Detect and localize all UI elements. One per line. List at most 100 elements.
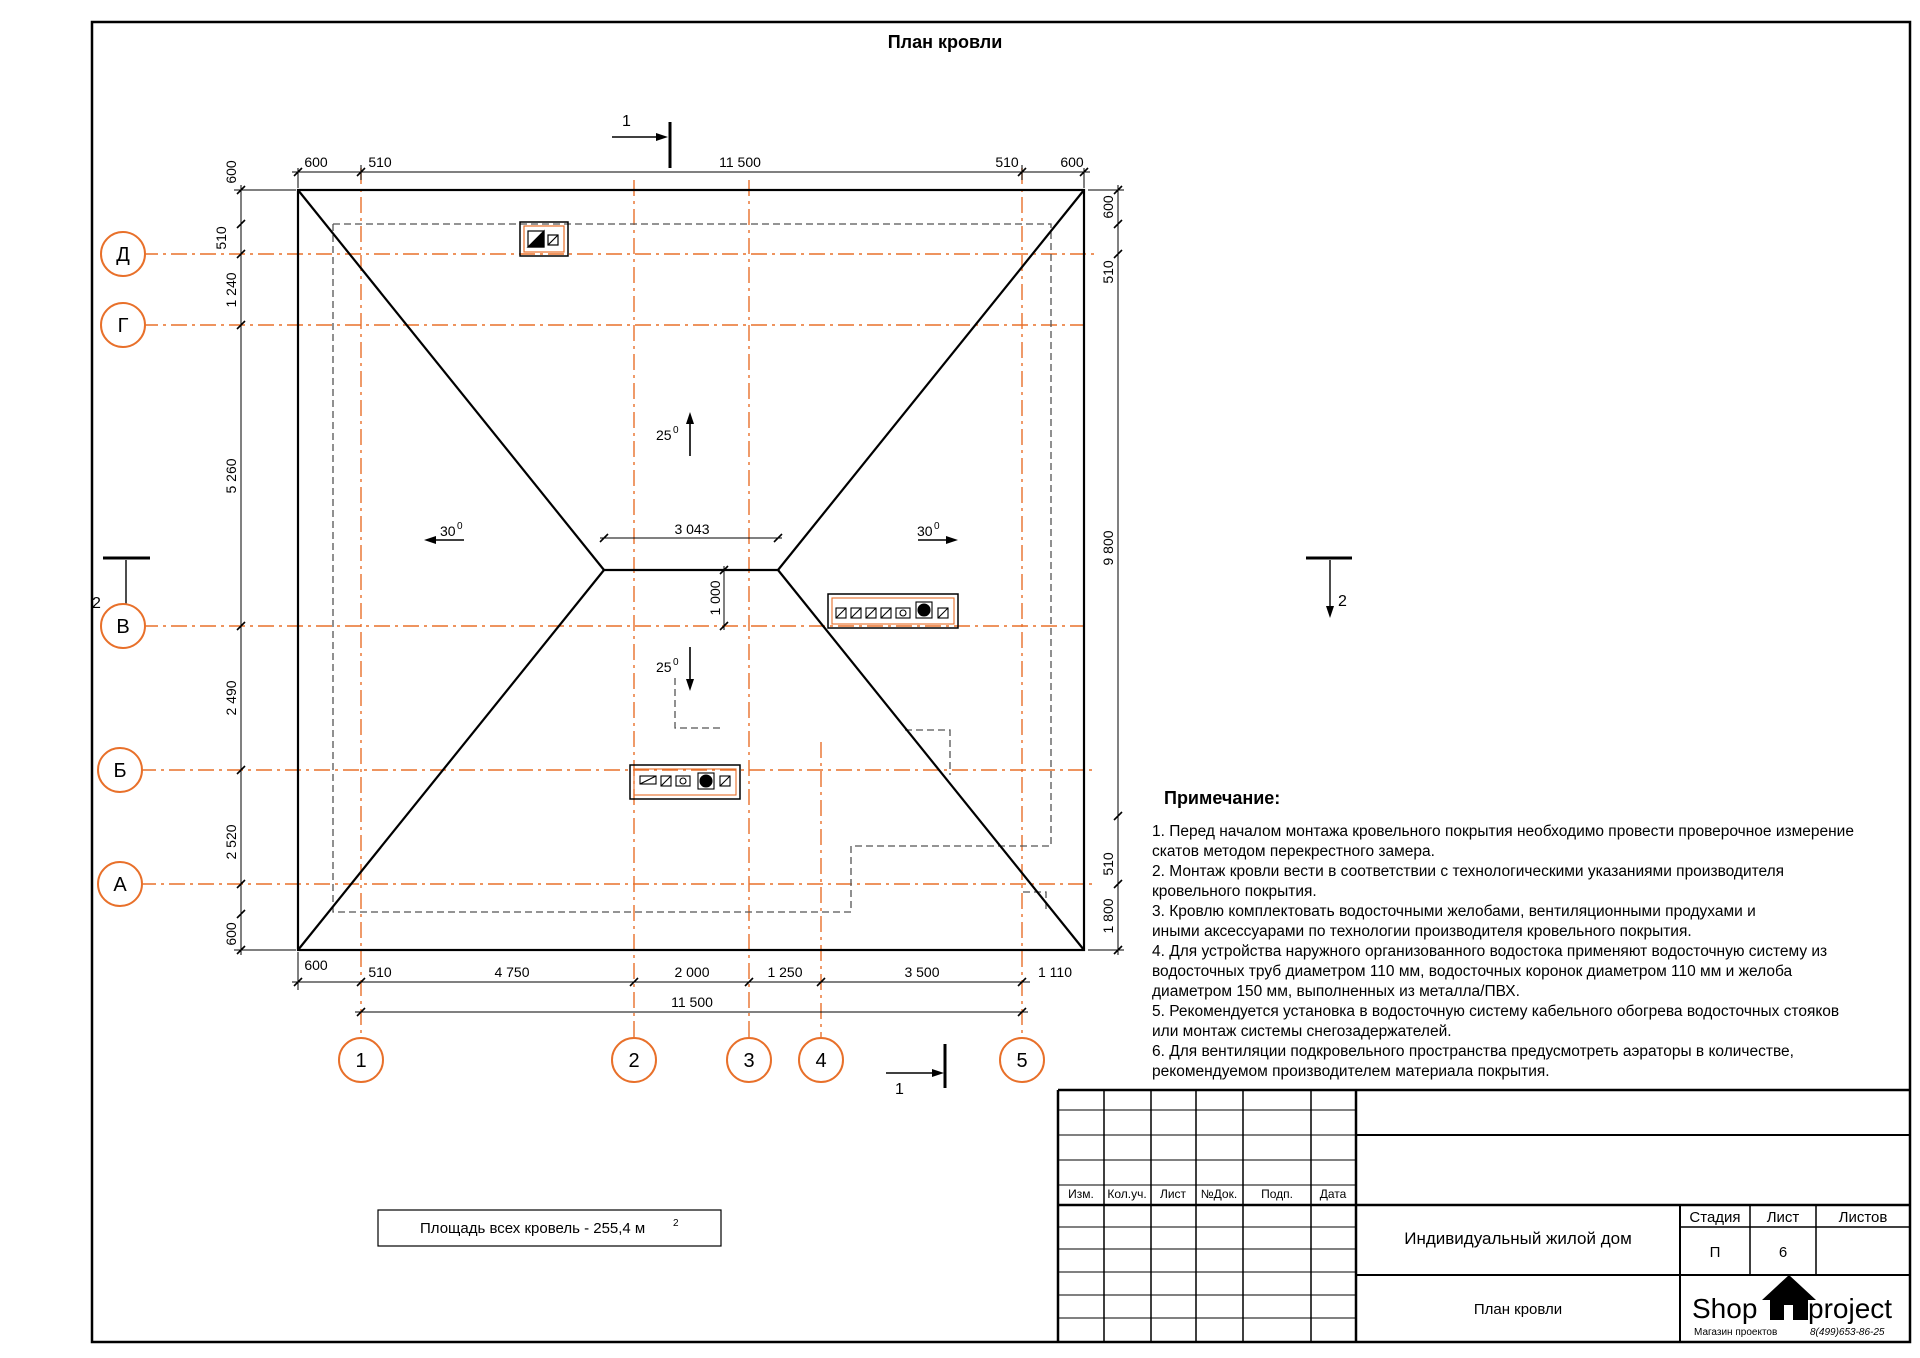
axis-label-col-1: 1 — [355, 1050, 366, 1072]
gutter-outline — [332, 223, 1052, 913]
dim-top-5: 600 — [1060, 154, 1084, 170]
section-label-1-top: 1 — [622, 113, 631, 130]
stamp-col-podp: Подп. — [1261, 1187, 1293, 1201]
slope-east-label: 30 — [917, 523, 933, 539]
note-line: 2. Монтаж кровли вести в соответствии с … — [1152, 863, 1785, 880]
dim-left-3: 1 240 — [223, 272, 239, 307]
note-line: 1. Перед началом монтажа кровельного пок… — [1152, 823, 1854, 840]
dim-bottom-7: 1 110 — [1038, 964, 1072, 980]
area-box — [377, 1209, 722, 1247]
dim-bottom-3: 4 750 — [494, 964, 529, 980]
stamp-sheet-value: 6 — [1779, 1244, 1787, 1261]
axis-label-col-4: 4 — [815, 1050, 826, 1072]
axis-label-row-b: Б — [113, 760, 126, 782]
roof-outline — [296, 188, 1086, 952]
logo-phone: 8(499)653-86-25 — [1810, 1327, 1885, 1338]
dim-right-2: 510 — [1100, 260, 1116, 284]
slope-south-label: 25 — [656, 659, 672, 675]
dim-right-5: 1 800 — [1100, 898, 1116, 933]
stamp-sheet-title: План кровли — [1474, 1301, 1562, 1318]
dim-left-2: 510 — [213, 226, 229, 250]
axis-label-col-5: 5 — [1016, 1050, 1027, 1072]
stamp-col-izm: Изм. — [1068, 1187, 1094, 1201]
note-line: диаметром 150 мм, выполненных из металла… — [1152, 983, 1520, 1000]
stamp-col-ndok: №Док. — [1201, 1187, 1237, 1201]
stamp-project-name: Индивидуальный жилой дом — [1404, 1229, 1632, 1248]
section-label-2-left: 2 — [92, 595, 101, 612]
note-line: 4. Для устройства наружного организованн… — [1152, 943, 1828, 960]
slope-north-deg: 0 — [673, 425, 679, 436]
note-line: или монтаж системы снегозадержателей. — [1152, 1023, 1452, 1040]
roof-accessory-south — [629, 764, 741, 800]
section-label-2-right: 2 — [1338, 593, 1347, 610]
section-marker-1-bottom — [886, 1044, 947, 1088]
note-line: иными аксессуарами по технологии произво… — [1152, 923, 1692, 940]
dim-left-7: 600 — [223, 922, 239, 946]
stamp-sheets-label: Листов — [1839, 1209, 1888, 1226]
slope-west-deg: 0 — [457, 521, 463, 532]
note-line: рекомендуемом производителем материала п… — [1152, 1063, 1550, 1080]
dim-ridge: 3 043 — [674, 521, 709, 537]
dim-top-3: 11 500 — [719, 154, 761, 170]
axis-label-row-g: Г — [118, 315, 129, 337]
stamp-stage-label: Стадия — [1689, 1209, 1740, 1226]
roof-accessory-east — [827, 593, 959, 629]
dim-left-5: 2 490 — [223, 680, 239, 715]
stamp-stage-value: П — [1710, 1244, 1721, 1261]
slope-east-deg: 0 — [934, 521, 940, 532]
dim-right-3: 9 800 — [1100, 530, 1116, 565]
house-icon — [1762, 1275, 1816, 1320]
dim-top-2: 510 — [368, 154, 392, 170]
logo-project: project — [1808, 1293, 1892, 1324]
dim-left-1: 600 — [223, 160, 239, 184]
section-marker-1-top — [612, 122, 672, 168]
dim-left-4: 5 260 — [223, 458, 239, 493]
stamp-sheet-label: Лист — [1767, 1209, 1800, 1226]
roof-accessory-top — [519, 221, 569, 257]
axis-label-col-3: 3 — [743, 1050, 754, 1072]
stamp-grid — [1056, 1088, 1910, 1342]
note-line: 6. Для вентиляции подкровельного простра… — [1152, 1043, 1794, 1060]
dimension-lines — [234, 165, 1124, 1013]
slope-west-label: 30 — [440, 523, 456, 539]
axis-bubbles — [97, 231, 1045, 1083]
drawing-title: План кровли — [888, 32, 1003, 52]
section-marker-2-right — [1306, 556, 1352, 618]
axis-lines — [140, 168, 1095, 1040]
dim-bottom-total: 11 500 — [671, 994, 713, 1010]
section-label-1-bottom: 1 — [895, 1081, 904, 1098]
axis-label-row-a: А — [113, 874, 127, 896]
axis-label-row-d: Д — [116, 244, 130, 266]
area-text: Площадь всех кровель - 255,4 м — [420, 1220, 645, 1237]
dim-right-1: 600 — [1100, 195, 1116, 219]
dim-right-4: 510 — [1100, 852, 1116, 876]
note-line: водосточных труб диаметром 110 мм, водос… — [1152, 963, 1793, 980]
note-line: 3. Кровлю комплектовать водосточными жел… — [1152, 903, 1756, 920]
dim-ridge-offset: 1 000 — [707, 580, 723, 615]
dim-bottom-6: 3 500 — [904, 964, 939, 980]
dim-bottom-2: 510 — [368, 964, 392, 980]
area-unit-sup: 2 — [673, 1218, 679, 1229]
axis-label-row-v: В — [116, 616, 129, 638]
stamp-col-list: Лист — [1160, 1187, 1187, 1201]
slope-south-deg: 0 — [673, 657, 679, 668]
sheet-frame — [90, 20, 1912, 1344]
note-line: кровельного покрытия. — [1152, 883, 1317, 900]
dimension-ticks — [236, 167, 1123, 1017]
dim-bottom-5: 1 250 — [767, 964, 802, 980]
dim-bottom-1: 600 — [304, 957, 328, 973]
stamp-col-koluch: Кол.уч. — [1107, 1187, 1146, 1201]
slope-arrows — [424, 412, 958, 691]
note-line: 5. Рекомендуется установка в водосточную… — [1152, 1003, 1840, 1020]
dim-top-4: 510 — [995, 154, 1019, 170]
axis-label-col-2: 2 — [628, 1050, 639, 1072]
notes-title: Примечание: — [1164, 788, 1281, 808]
slope-north-label: 25 — [656, 427, 672, 443]
note-line: скатов методом перекрестного замера. — [1152, 843, 1435, 860]
dim-bottom-4: 2 000 — [674, 964, 709, 980]
notes-block: Примечание: 1. Перед началом монтажа кро… — [1152, 788, 1902, 1082]
logo-shop: Shop — [1692, 1293, 1757, 1324]
dim-left-6: 2 520 — [223, 824, 239, 859]
stamp-col-data: Дата — [1320, 1187, 1347, 1201]
